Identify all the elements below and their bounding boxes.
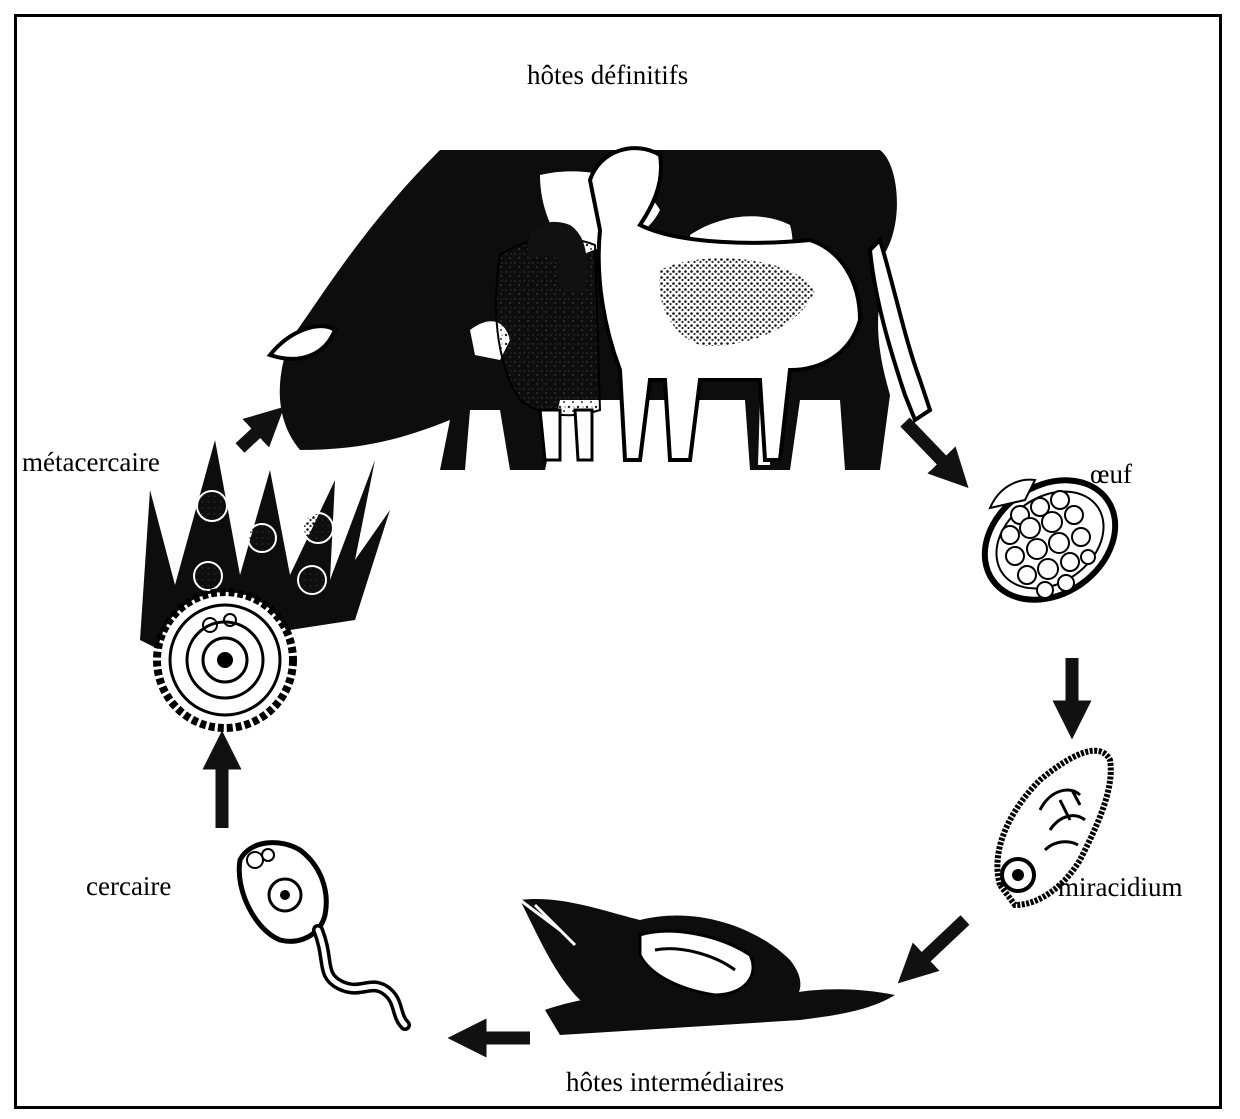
cercaria-illustration [239, 843, 405, 1025]
metacercaria-illustration [140, 440, 390, 728]
label-egg: œuf [1090, 461, 1132, 488]
arrow-miracidium-to-snail [912, 920, 965, 970]
label-miracidium: miracidium [1058, 874, 1182, 901]
label-metacercaria: métacercaire [22, 449, 160, 476]
arrow-host-to-egg [905, 422, 955, 474]
label-cercaria: cercaire [86, 873, 171, 900]
snail-illustration [520, 899, 895, 1035]
label-definitive-hosts: hôtes définitifs [527, 62, 688, 89]
arrow-metacercaria-to-host [240, 420, 270, 448]
label-intermediate-hosts: hôtes intermédiaires [566, 1069, 784, 1096]
